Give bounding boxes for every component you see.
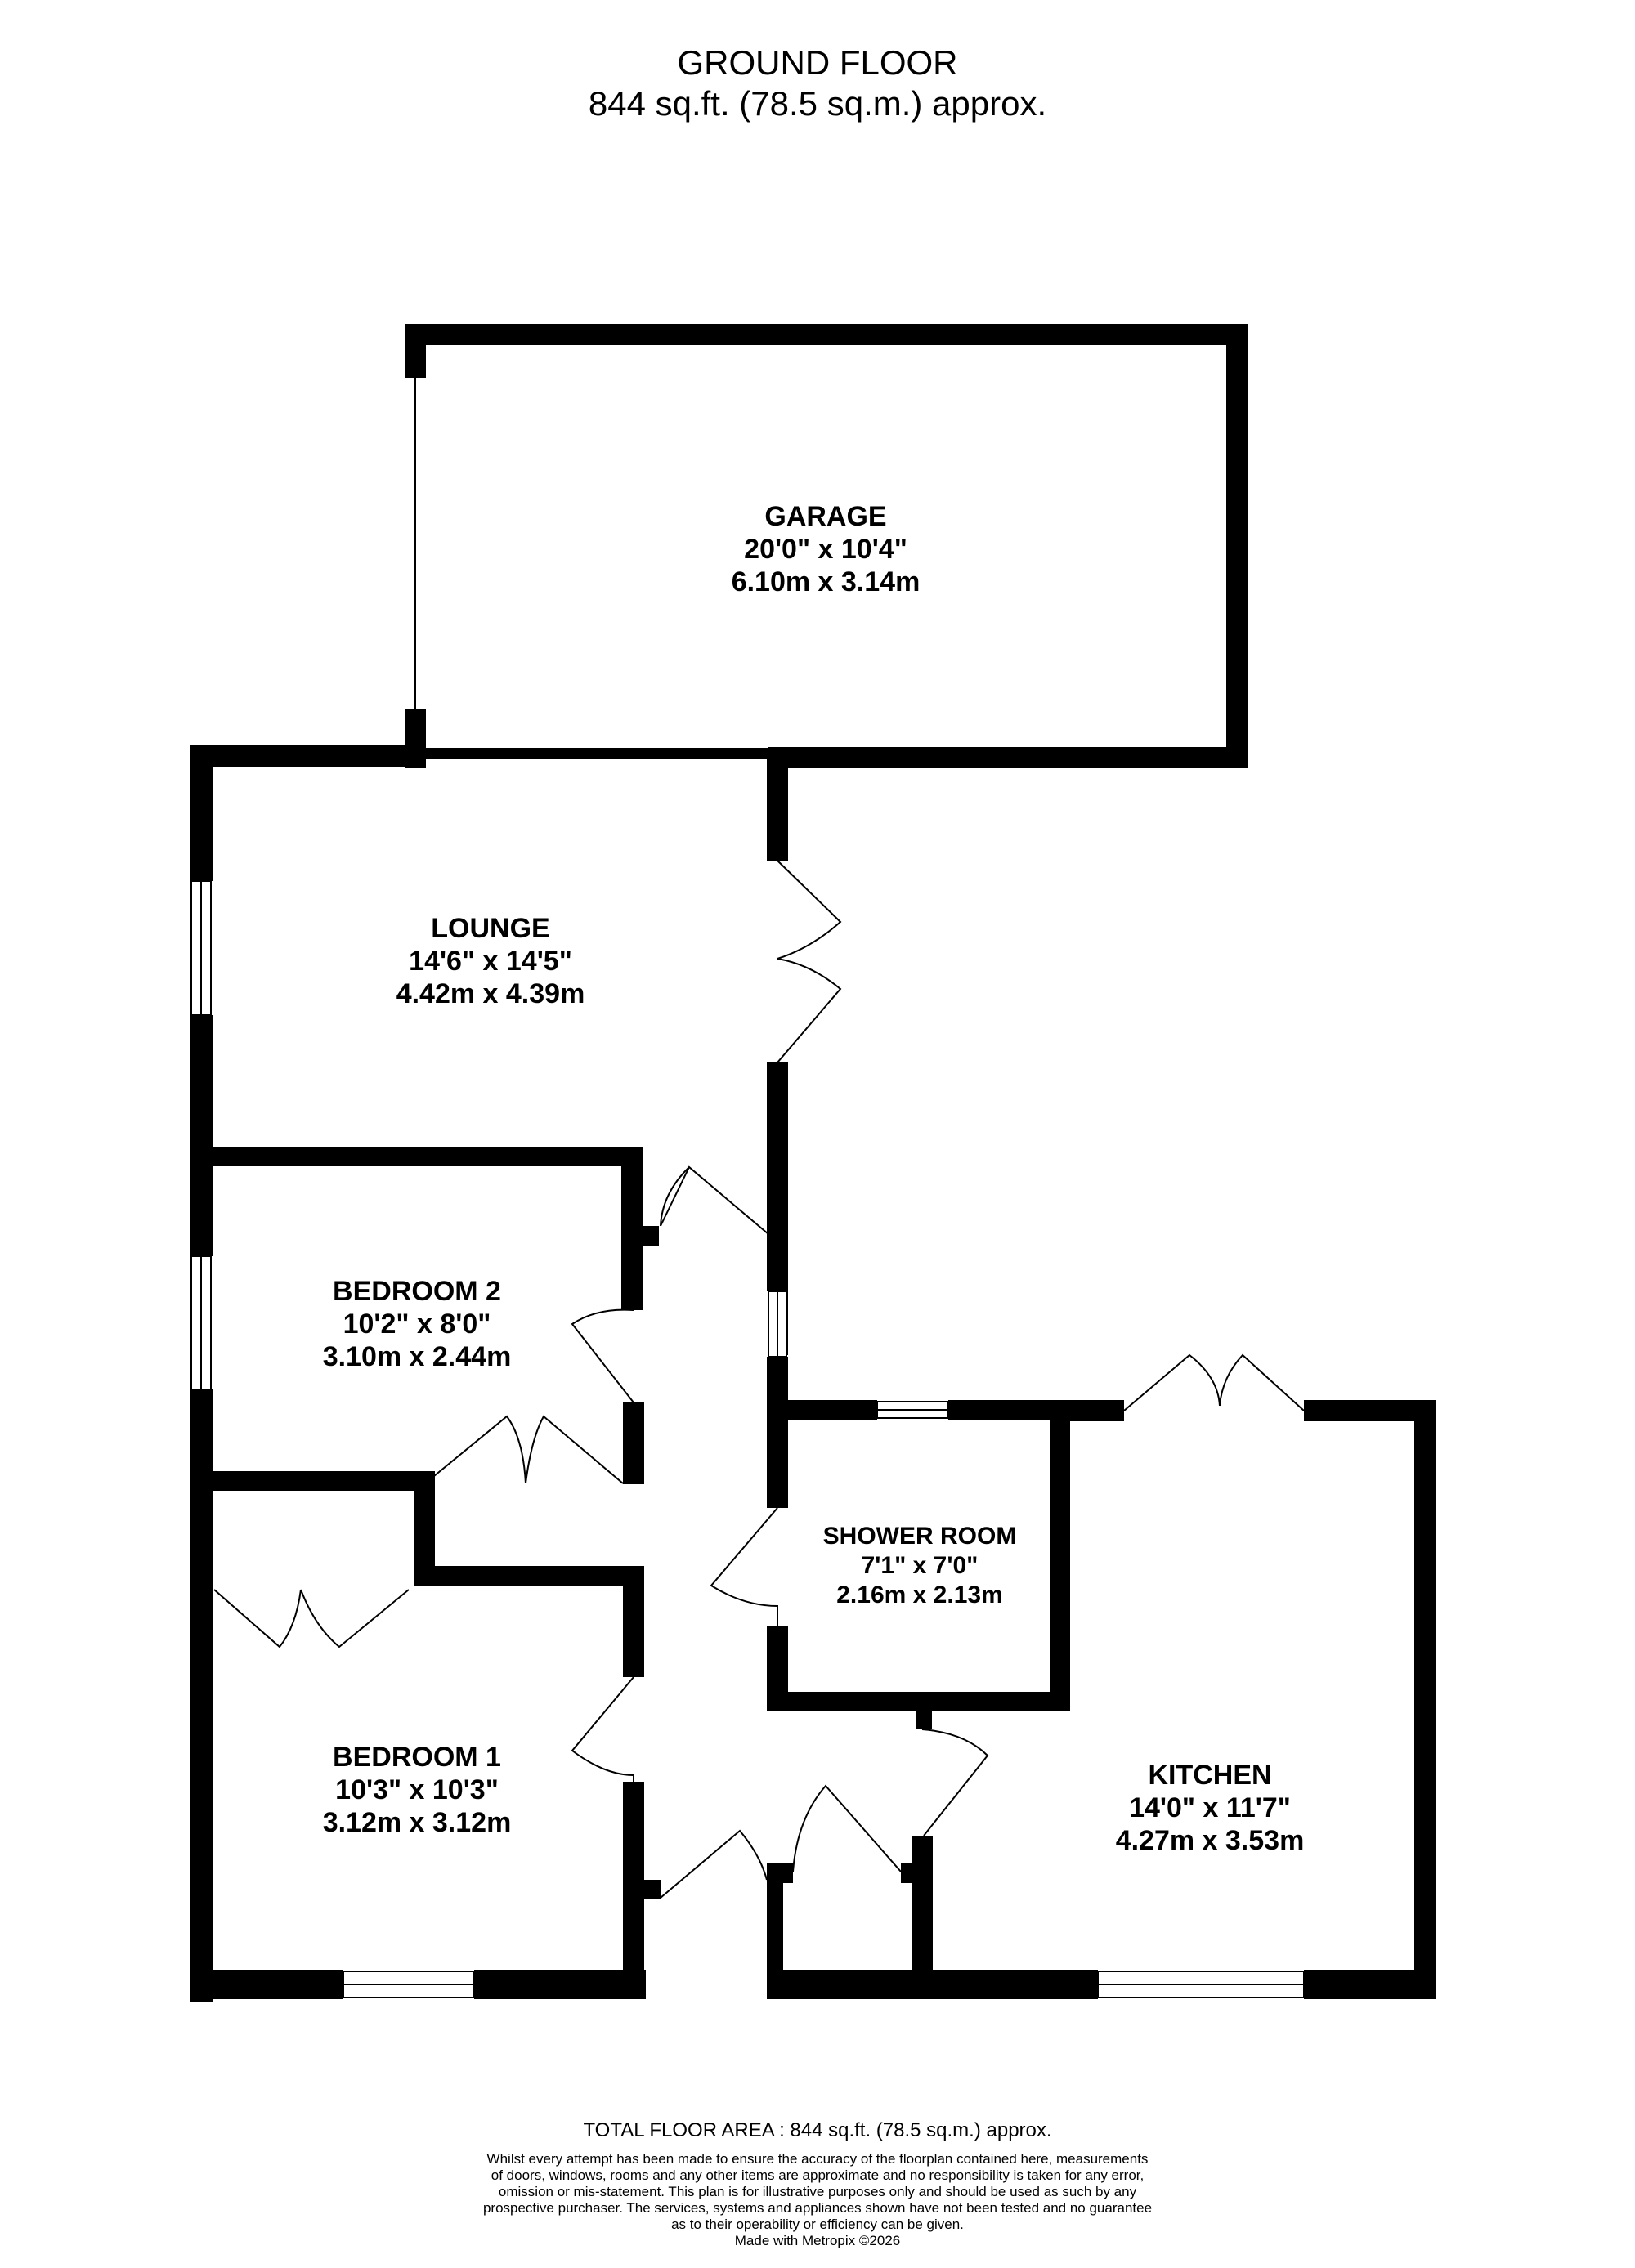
window — [1097, 1971, 1305, 1998]
room-name: BEDROOM 2 — [333, 1276, 501, 1307]
shower-room-walls — [767, 1400, 1070, 1729]
room-label-garage: GARAGE 20'0" x 10'4" 6.10m x 3.14m — [654, 500, 997, 598]
door — [792, 1784, 902, 1872]
room-name: LOUNGE — [431, 913, 550, 944]
room-size-imperial: 14'0" x 11'7" — [1129, 1792, 1291, 1823]
disclaimer-text: Whilst every attempt has been made to en… — [482, 2151, 1153, 2232]
window — [190, 1255, 212, 1390]
room-name: GARAGE — [764, 501, 887, 532]
door — [1123, 1353, 1305, 1411]
window — [768, 1291, 787, 1358]
door — [660, 1829, 768, 1899]
room-size-metric: 6.10m x 3.14m — [731, 566, 921, 597]
west-walls — [190, 1389, 213, 2002]
floor-area: 844 sq.ft. (78.5 sq.m.) approx. — [588, 84, 1047, 123]
room-size-imperial: 10'2" x 8'0" — [343, 1308, 491, 1340]
room-label-kitchen: KITCHEN 14'0" x 11'7" 4.27m x 3.53m — [1038, 1759, 1382, 1857]
room-size-imperial: 14'6" x 14'5" — [409, 946, 572, 977]
window — [343, 1971, 475, 1998]
room-name: SHOWER ROOM — [822, 1523, 1017, 1550]
room-size-imperial: 10'3" x 10'3" — [335, 1774, 499, 1805]
door — [710, 1507, 778, 1626]
room-size-imperial: 7'1" x 7'0" — [861, 1552, 979, 1579]
door — [571, 1676, 634, 1782]
room-size-metric: 4.27m x 3.53m — [1115, 1825, 1305, 1856]
door — [424, 1415, 624, 1484]
room-size-imperial: 20'0" x 10'4" — [744, 534, 907, 565]
floor-title: GROUND FLOOR — [677, 43, 958, 82]
door — [660, 1165, 769, 1235]
disclaimer-block: Whilst every attempt has been made to en… — [343, 2151, 1292, 2249]
door — [921, 1729, 989, 1836]
kitchen-walls — [767, 1400, 1436, 1999]
bedroom1-walls — [190, 1782, 661, 1999]
room-label-bedroom-2: BEDROOM 2 10'2" x 8'0" 3.10m x 2.44m — [245, 1275, 589, 1373]
total-floor-area: TOTAL FLOOR AREA : 844 sq.ft. (78.5 sq.m… — [583, 2119, 1052, 2141]
room-name: BEDROOM 1 — [333, 1742, 501, 1773]
door — [571, 1308, 634, 1403]
footer: TOTAL FLOOR AREA : 844 sq.ft. (78.5 sq.m… — [327, 2118, 1308, 2143]
cupboard-walls — [767, 1863, 930, 1999]
room-size-metric: 3.10m x 2.44m — [322, 1341, 512, 1372]
bedroom2-walls — [213, 1147, 659, 1677]
window — [190, 880, 212, 1016]
door — [777, 860, 842, 1063]
room-size-metric: 4.42m x 4.39m — [396, 978, 585, 1009]
room-name: KITCHEN — [1148, 1760, 1272, 1791]
room-label-shower-room: SHOWER ROOM 7'1" x 7'0" 2.16m x 2.13m — [781, 1522, 1059, 1610]
room-label-lounge: LOUNGE 14'6" x 14'5" 4.42m x 4.39m — [319, 912, 662, 1010]
room-size-metric: 3.12m x 3.12m — [322, 1807, 512, 1838]
room-size-metric: 2.16m x 2.13m — [836, 1581, 1003, 1608]
lounge-walls — [190, 745, 788, 1291]
door — [213, 1589, 410, 1648]
room-label-bedroom-1: BEDROOM 1 10'3" x 10'3" 3.12m x 3.12m — [245, 1741, 589, 1839]
credit-text: Made with Metropix ©2026 — [734, 2233, 901, 2248]
window — [876, 1401, 949, 1419]
